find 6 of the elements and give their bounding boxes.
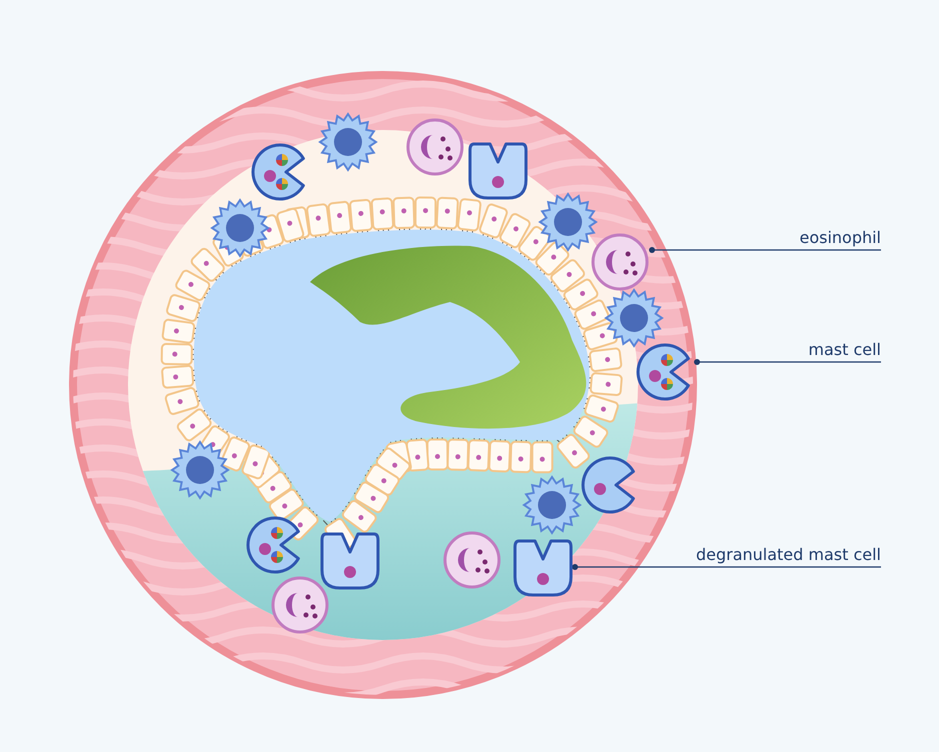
leader-line xyxy=(649,247,881,253)
leader-line xyxy=(694,359,881,365)
callout-label: mast cell xyxy=(808,340,881,360)
callout-label: degranulated mast cell xyxy=(696,545,881,565)
callout-label: eosinophil xyxy=(799,228,881,248)
leader-line xyxy=(572,564,881,570)
